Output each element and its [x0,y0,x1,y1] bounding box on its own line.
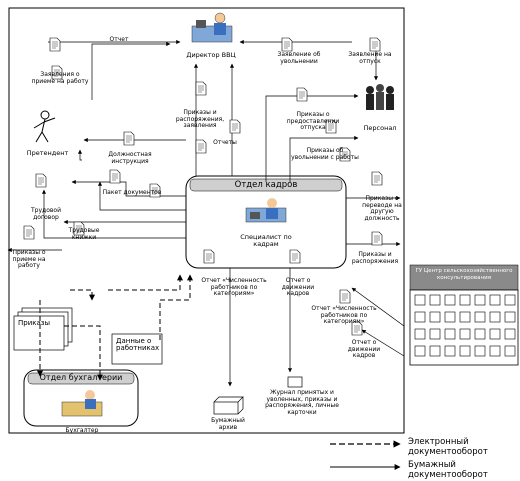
applicant-label: Претендент [26,149,69,157]
flow-documents-package: Пакет документов [102,189,162,196]
personnel-icon [366,84,394,110]
electronic-flow-arrows [37,274,193,381]
flow-transfer-orders: Приказы о переводе на другую должность [362,195,402,222]
legend-electronic-label: Электронный документооборот [408,437,488,457]
paper-flow-arrows [7,39,405,387]
flow-orders-to-director: Приказы и распоряжения, заявления [175,109,225,129]
flow-labor-books: Трудовые книжки [68,227,100,241]
flow-headcount-report-1: Отчет «Численность работников по категор… [201,277,267,297]
flow-vacation-orders: Приказы о предоставлении отпуска [286,111,340,131]
flow-headcount-report-2: Отчет «Численность работников по категор… [311,305,377,325]
director-label: Директор ВВЦ [186,51,236,59]
flow-cash-report-1: Отчет о движении кадров [281,277,315,297]
employee-data-doc [111,333,163,365]
flow-employee-data: Данные о работниках [116,337,160,352]
director-icon [191,12,233,43]
journal-icon [287,376,303,388]
outer-frame [8,7,405,434]
flow-application-dismissal: Заявление об увольнении [277,51,321,65]
flow-hire-orders: Приказы о приеме на работу [12,249,46,269]
flow-labor-contract: Трудовой договор [31,207,61,221]
flow-reports: Отчеты [213,139,237,146]
accountant-label: Бухгалтер [65,427,99,434]
personnel-label: Персонал [363,124,397,132]
flow-orders-directives: Приказы и распоряжения [351,251,399,265]
flow-application-vacation: Заявление на отпуск [348,51,392,65]
hr-specialist-label: Специалист по кадрам [240,233,292,248]
hr-specialist-icon [245,198,287,223]
building-icon [409,264,519,366]
flow-job-instruction: Должностная инструкция [108,151,152,165]
accounting-title: Отдел бухгалтерии [39,373,123,382]
flow-orders: Приказы [18,319,51,327]
legend-paper-label: Бумажный документооборот [408,460,488,480]
archive-label: Бумажный архив [211,417,245,431]
paper-archive-icon [213,396,244,415]
flow-cash-report-2: Отчет о движении кадров [347,339,381,359]
flow-report: Отчет [109,36,129,43]
accountant-icon [61,390,103,417]
flow-application-hire: Заявления о приеме на работу [31,71,89,85]
flow-dismissal-orders: Приказы об увольнении с работы [291,147,359,161]
orders-doc-stack [13,307,73,351]
journals-label: Журнал принятых и уволенных, приказы и р… [265,389,339,416]
applicant-icon [33,110,56,143]
building-header-label: ГУ Центр сельскохозяйственного консульти… [415,268,513,281]
hr-dept-title: Отдел кадров [234,180,298,190]
